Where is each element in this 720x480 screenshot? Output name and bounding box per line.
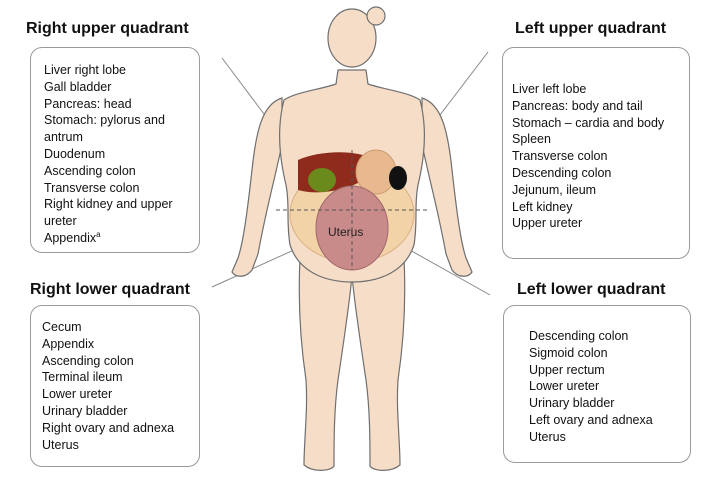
list-item: Urinary bladder <box>529 396 615 411</box>
list-item: Stomach: pylorus and <box>44 113 165 128</box>
list-item: Left kidney <box>512 199 573 214</box>
list-item: Gall bladder <box>44 79 112 94</box>
list-item: Appendix <box>42 336 95 351</box>
abdominal-organs <box>276 149 428 271</box>
rlq-title: Right lower quadrant <box>30 281 190 298</box>
list-item: Ascending colon <box>42 353 134 368</box>
ruq-title: Right upper quadrant <box>26 20 189 37</box>
list-item: Stomach – cardia and body <box>512 115 665 130</box>
list-item: Left ovary and adnexa <box>529 412 653 427</box>
uterus-label: Uterus <box>328 225 364 239</box>
list-item: Right kidney and upper <box>44 197 173 212</box>
list-item: Sigmoid colon <box>529 345 608 360</box>
list-item: Urinary bladder <box>42 403 128 418</box>
list-item: Transverse colon <box>512 149 608 164</box>
list-item: Cecum <box>42 320 82 334</box>
list-item: Terminal ileum <box>42 370 123 385</box>
list-item: Liver left lobe <box>512 82 587 96</box>
list-item: Jejunum, ileum <box>512 182 597 197</box>
list-item: Duodenum <box>44 146 106 161</box>
list-item: Upper rectum <box>529 362 605 377</box>
list-item: Uterus <box>42 437 79 452</box>
rlq-list: Cecum Appendix Ascending colon Terminal … <box>42 319 193 453</box>
list-item: Pancreas: head <box>44 96 132 111</box>
list-item: Lower ureter <box>42 387 113 402</box>
list-item: Appendixa <box>44 230 191 247</box>
luq-title: Left upper quadrant <box>515 20 667 37</box>
gall-bladder <box>308 168 336 192</box>
llq-box: Descending colon Sigmoid colon Upper rec… <box>503 305 691 463</box>
list-item: Right ovary and adnexa <box>42 420 175 435</box>
list-item: Ascending colon <box>44 163 136 178</box>
list-item: Liver right lobe <box>44 63 126 77</box>
luq-box: Liver left lobe Pancreas: body and tail … <box>502 47 690 259</box>
rlq-box: Cecum Appendix Ascending colon Terminal … <box>30 305 200 467</box>
appendix-label: Appendix <box>44 230 97 245</box>
list-item: Descending colon <box>512 165 612 180</box>
ruq-box: Liver right lobe Gall bladder Pancreas: … <box>30 47 200 253</box>
list-item: Lower ureter <box>529 379 600 394</box>
list-item: Pancreas: body and tail <box>512 98 643 113</box>
list-item: Spleen <box>512 132 551 147</box>
llq-title: Left lower quadrant <box>517 281 666 298</box>
list-item: antrum <box>44 130 83 145</box>
list-item: Transverse colon <box>44 180 140 195</box>
spleen <box>389 166 407 190</box>
list-item: Upper ureter <box>512 216 583 231</box>
luq-list: Liver left lobe Pancreas: body and tail … <box>512 81 683 232</box>
llq-list: Descending colon Sigmoid colon Upper rec… <box>529 328 684 446</box>
list-item: Uterus <box>529 429 566 444</box>
list-item: ureter <box>44 214 77 229</box>
ruq-list: Liver right lobe Gall bladder Pancreas: … <box>44 62 191 247</box>
footnote-marker: a <box>96 229 101 239</box>
list-item: Descending colon <box>529 329 629 343</box>
